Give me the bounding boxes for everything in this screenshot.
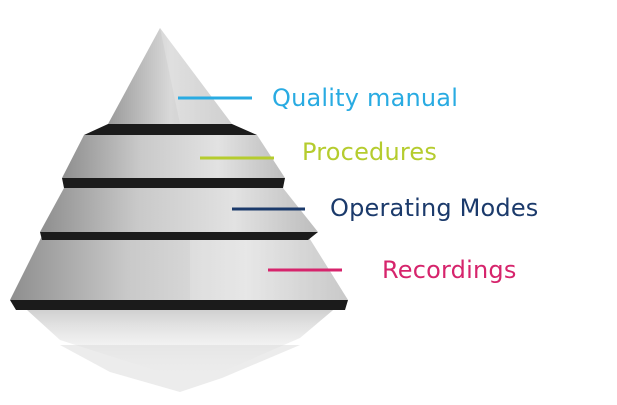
- level-label-recordings: Recordings: [382, 256, 517, 284]
- pyramid-gap-3: [40, 232, 318, 240]
- pyramid-gap-4: [10, 300, 348, 310]
- level-label-quality-manual: Quality manual: [272, 84, 459, 112]
- pyramid-tier-2: [62, 135, 285, 178]
- pyramid-gap-1: [84, 124, 257, 135]
- pyramid-tier-4: [10, 236, 348, 300]
- pyramid-reflection-lower: [60, 345, 300, 392]
- pyramid-tier-1: [108, 28, 232, 124]
- level-label-procedures: Procedures: [302, 138, 438, 166]
- pyramid-tier-3: [40, 188, 318, 232]
- level-label-operating-modes: Operating Modes: [330, 194, 539, 222]
- pyramid-gap-2: [62, 178, 285, 188]
- pyramid-reflection: [16, 300, 345, 380]
- pyramid-tier-1-shade: [160, 28, 232, 124]
- pyramid-tier-4-highlight: [190, 236, 348, 300]
